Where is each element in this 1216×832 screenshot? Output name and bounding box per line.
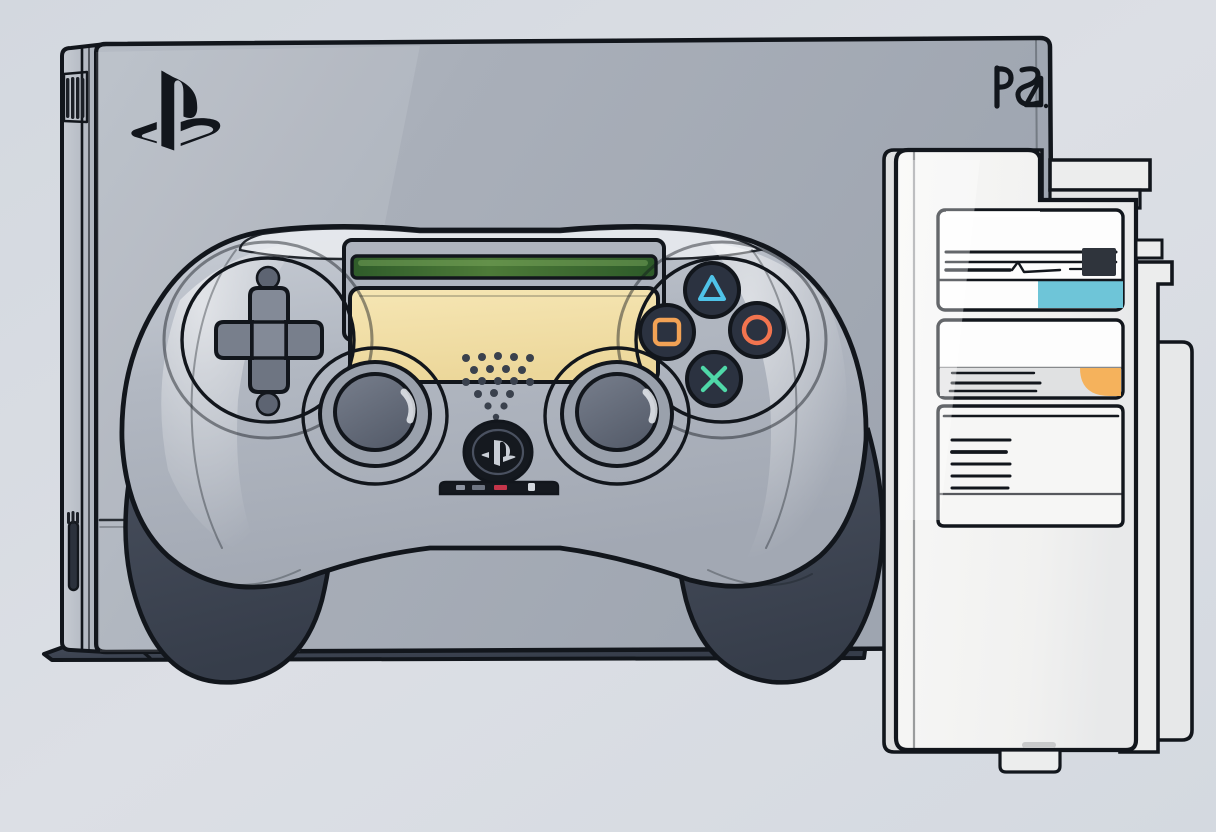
playstation-logo <box>131 70 221 151</box>
triangle-button <box>683 261 741 319</box>
tab-right-upper <box>1134 238 1164 260</box>
controller-contour-lowright <box>707 569 813 587</box>
cross-glyph <box>700 365 728 393</box>
speaker-grille <box>462 352 534 421</box>
console-top-vents <box>62 70 89 124</box>
dpad-center <box>250 320 288 360</box>
ps4-wordmark <box>994 65 1049 109</box>
dpad-dot-bottom <box>255 391 281 417</box>
cross-button <box>685 350 743 408</box>
dpad-left <box>214 320 254 360</box>
panel-middle <box>936 318 1125 400</box>
controller-gloss-left <box>161 242 300 560</box>
panel-bottom <box>936 404 1125 528</box>
left-stick-cap <box>333 372 417 452</box>
right-stick-highlight <box>642 388 658 424</box>
face-buttons <box>616 240 828 440</box>
document-card-stack <box>882 147 1194 774</box>
connector-strip <box>438 480 560 496</box>
right-stick-outer <box>543 346 691 486</box>
square-glyph <box>652 317 682 347</box>
left-analog-stick <box>301 346 449 486</box>
right-analog-stick <box>543 346 691 486</box>
console-bottom-vent <box>67 511 80 592</box>
light-bar <box>350 254 658 280</box>
dualshock-controller <box>119 224 885 685</box>
left-stick-highlight <box>400 388 416 424</box>
face-ring <box>634 256 810 424</box>
bottom-grip-line <box>1022 742 1056 748</box>
dpad-dot-top <box>255 265 281 291</box>
circle-button <box>728 301 786 359</box>
ps-home-button <box>462 419 534 485</box>
orange-block <box>1080 368 1121 396</box>
left-stick-outer <box>301 346 449 486</box>
bottom-notch <box>998 748 1062 774</box>
dpad-right <box>284 320 324 360</box>
dpad <box>162 240 374 440</box>
console-left-edge <box>60 42 107 654</box>
controller-contour-right <box>751 249 798 549</box>
dark-block <box>1082 248 1116 276</box>
cyan-bar <box>1038 280 1123 308</box>
dpad-outer-ring <box>162 240 374 440</box>
tab-top <box>1048 158 1152 192</box>
controller-contour-left <box>190 249 237 549</box>
dpad-down <box>248 354 290 394</box>
panel-bottom-frame <box>936 404 1125 528</box>
panel-top <box>936 208 1125 312</box>
circle-glyph <box>741 314 773 346</box>
square-button <box>638 303 696 361</box>
dpad-ring <box>180 256 356 424</box>
face-outer-ring <box>616 240 828 440</box>
panel-top-sparkline <box>1010 260 1062 274</box>
controller-contour-lowleft <box>195 569 301 587</box>
dpad-up <box>248 286 290 326</box>
light-bar-glow <box>358 260 648 266</box>
right-stick-cap <box>575 372 659 452</box>
page-gloss <box>900 160 980 520</box>
triangle-glyph <box>698 275 726 301</box>
